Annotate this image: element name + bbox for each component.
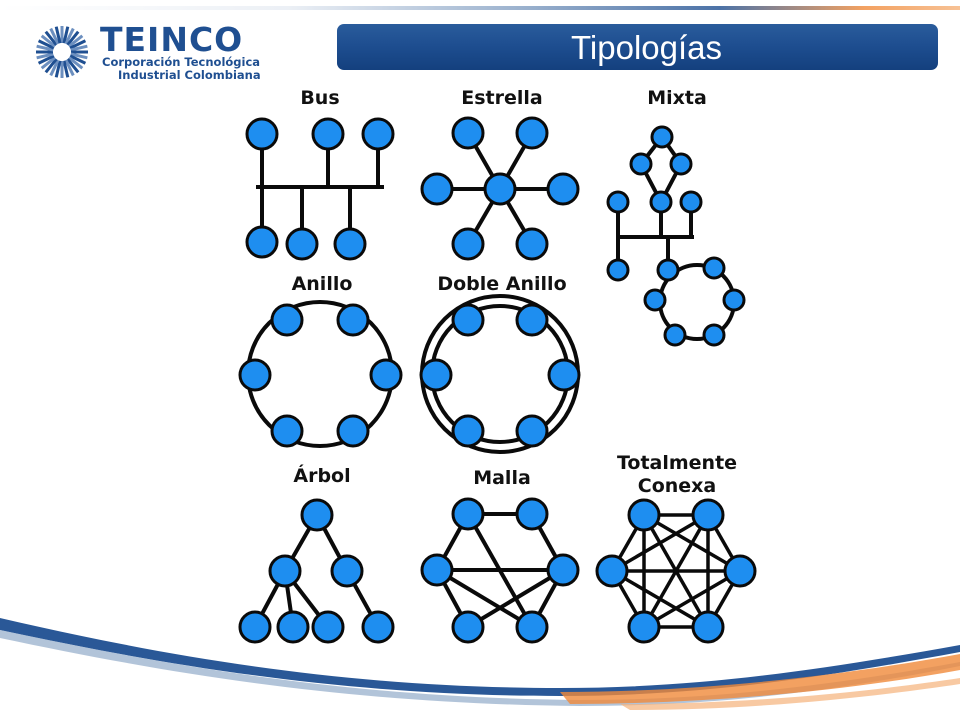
header-top-rule xyxy=(0,6,960,10)
label-estrella: Estrella xyxy=(461,87,543,109)
mesh-node xyxy=(515,497,549,531)
bus-node xyxy=(311,117,345,151)
mixed-node xyxy=(649,190,673,214)
double-ring-node xyxy=(547,358,581,392)
full-mesh-node xyxy=(691,498,725,532)
full-mesh-node xyxy=(723,554,757,588)
star-node xyxy=(546,172,580,206)
mixed-ring-node xyxy=(663,323,687,347)
mixed-node xyxy=(606,258,630,282)
mesh-link xyxy=(435,568,534,629)
double-ring-node xyxy=(515,414,549,448)
star-node xyxy=(420,172,454,206)
full-mesh-node xyxy=(691,610,725,644)
double-ring-node xyxy=(515,303,549,337)
ring-node xyxy=(238,358,272,392)
tree-node xyxy=(238,610,272,644)
logo-tagline-line1: Corporación Tecnológica xyxy=(102,55,261,69)
mesh-node xyxy=(451,497,485,531)
mixed-ring-node xyxy=(722,288,746,312)
ring-node xyxy=(336,414,370,448)
label-anillo: Anillo xyxy=(291,273,353,295)
full-mesh-node xyxy=(627,498,661,532)
teinco-sunburst-icon xyxy=(36,26,88,78)
page-title: Tipologías xyxy=(570,29,722,66)
mesh-node xyxy=(451,610,485,644)
label-totalmente-conexa-line1: Totalmente xyxy=(616,452,738,474)
tree-node xyxy=(330,554,364,588)
ring-node xyxy=(369,358,403,392)
tree-node xyxy=(361,610,395,644)
mixed-ring-node xyxy=(702,323,726,347)
label-doble-anillo: Doble Anillo xyxy=(437,273,567,295)
label-totalmente-conexa-line2: Conexa xyxy=(637,475,717,497)
mixed-node xyxy=(629,152,653,176)
mesh-node xyxy=(515,610,549,644)
footer-swoosh xyxy=(0,618,960,710)
logo-tagline-line2: Industrial Colombiana xyxy=(118,68,261,82)
label-bus: Bus xyxy=(300,87,340,109)
title-bar: Tipologías xyxy=(337,24,938,70)
label-mixta: Mixta xyxy=(647,87,707,109)
mesh-node xyxy=(420,553,454,587)
tree-node xyxy=(276,610,310,644)
mixed-node xyxy=(679,190,703,214)
full-mesh-link xyxy=(611,513,709,573)
double-ring-node xyxy=(451,414,485,448)
ring-node xyxy=(336,303,370,337)
bus-node xyxy=(245,225,279,259)
bus-node xyxy=(245,117,279,151)
double-ring-node xyxy=(419,358,453,392)
star-node xyxy=(451,227,485,261)
tree-node xyxy=(311,610,345,644)
mixed-node xyxy=(650,125,674,149)
mixed-ring-node xyxy=(643,288,667,312)
topology-diagram-svg xyxy=(238,116,757,644)
full-mesh-link xyxy=(643,569,741,629)
full-mesh-node xyxy=(595,554,629,588)
label-malla: Malla xyxy=(473,467,531,489)
logo-name: TEINCO xyxy=(100,20,244,59)
mixed-ring-node xyxy=(702,256,726,280)
bus-node xyxy=(333,227,367,261)
label-arbol: Árbol xyxy=(293,465,351,487)
bus-node xyxy=(361,117,395,151)
star-hub-node xyxy=(483,172,517,206)
mesh-link xyxy=(466,568,565,629)
mixed-node xyxy=(606,190,630,214)
bus-node xyxy=(285,227,319,261)
full-mesh-node xyxy=(627,610,661,644)
tree-node xyxy=(268,554,302,588)
ring-node xyxy=(270,303,304,337)
star-node xyxy=(515,227,549,261)
mesh-node xyxy=(546,553,580,587)
ring-node xyxy=(270,414,304,448)
topology-diagram: Bus Estrella Mixta Anillo Doble Anillo Á… xyxy=(232,82,766,662)
double-ring-node xyxy=(451,303,485,337)
star-node xyxy=(451,116,485,150)
full-mesh-link xyxy=(611,569,709,629)
teinco-logo[interactable]: TEINCO Corporación Tecnológica Industria… xyxy=(34,20,274,84)
star-node xyxy=(515,116,549,150)
mixed-ring-node xyxy=(656,258,680,282)
mixed-node xyxy=(669,152,693,176)
tree-node xyxy=(300,498,334,532)
